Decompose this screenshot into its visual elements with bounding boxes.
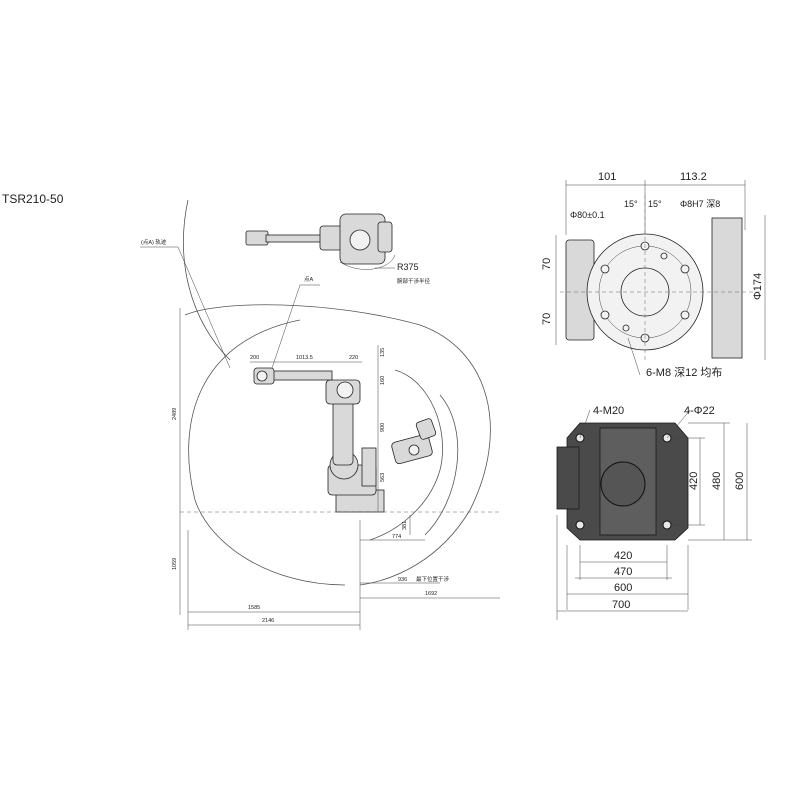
r375-label: R375	[397, 262, 419, 272]
dim-113: 113.2	[680, 171, 707, 183]
dim-1059: 1059	[172, 558, 178, 570]
inner-envelope	[424, 394, 459, 536]
base-side-block	[556, 446, 580, 510]
flange-rear-housing	[711, 217, 743, 359]
base-vertical-extension-lines	[672, 422, 752, 541]
model-name: TSR210-50	[2, 192, 64, 206]
robot-upper-pose	[245, 213, 396, 270]
reach-envelope	[183, 199, 491, 586]
dim-70a: 70	[541, 258, 553, 270]
dim-101: 101	[598, 171, 616, 183]
dim-600h: 600	[614, 582, 632, 594]
dim-480v: 480	[711, 472, 723, 490]
dim-220: 220	[349, 355, 358, 361]
dim-1692: 1692	[425, 591, 437, 597]
flange-view: 101 113.2 70 70 Φ174 Φ80±0.1 15° 15° Φ8H…	[541, 171, 766, 379]
dim-1585: 1585	[248, 605, 260, 611]
dim-2146: 2146	[262, 618, 274, 624]
envelope-leader	[140, 246, 231, 369]
dim-470h: 470	[614, 566, 632, 578]
r375-note: 腕部干涉半径	[397, 277, 431, 285]
dim-936: 936	[398, 577, 407, 583]
dim-420v: 420	[688, 472, 700, 490]
dim-381: 381	[402, 521, 408, 530]
flange-center-lines	[560, 195, 760, 360]
base-view: 4-M20 4-Φ22 420 480 600 420 470 600 700	[556, 405, 752, 620]
base-horizontal-extension-lines	[556, 515, 689, 620]
dim-900: 900	[380, 423, 386, 432]
envelope-label: (点A) 轨迹	[141, 238, 167, 246]
base-hole-leaders	[579, 409, 691, 439]
m8-leader	[627, 337, 641, 376]
dim-563: 563	[380, 473, 386, 482]
m8-note: 6-M8 深12 均布	[646, 366, 722, 379]
dim-phi8: Φ8H7 深8	[680, 199, 720, 209]
dim-1013: 1013.5	[296, 355, 313, 361]
side-extension-lines	[187, 520, 361, 630]
dim-936-note: 最下位置干涉	[416, 575, 450, 583]
point-a-leader	[267, 284, 320, 381]
angle-15b: 15°	[648, 199, 662, 209]
base-m20: 4-M20	[593, 405, 624, 417]
dim-135: 135	[380, 348, 386, 357]
point-a-label: 点A	[304, 276, 314, 283]
dim-phi80: Φ80±0.1	[570, 210, 605, 220]
dim-600v: 600	[734, 472, 746, 490]
base-turntable	[600, 461, 646, 507]
robot-wrist-pose	[391, 418, 437, 465]
robot-main	[253, 367, 385, 513]
dim-420h: 420	[614, 550, 632, 562]
dim-2489: 2489	[172, 408, 178, 420]
dim-phi174: Φ174	[752, 273, 764, 300]
flange-top-dims	[565, 180, 746, 240]
dim-160: 160	[380, 376, 386, 385]
base-phi22: 4-Φ22	[684, 405, 715, 417]
side-view: (点A) 轨迹 点A R375 腕部干涉半径	[140, 199, 500, 630]
angle-15a: 15°	[624, 199, 638, 209]
dim-70b: 70	[541, 313, 553, 325]
dim-774: 774	[392, 534, 401, 540]
dim-700h: 700	[612, 599, 630, 611]
dim-200: 200	[250, 355, 259, 361]
